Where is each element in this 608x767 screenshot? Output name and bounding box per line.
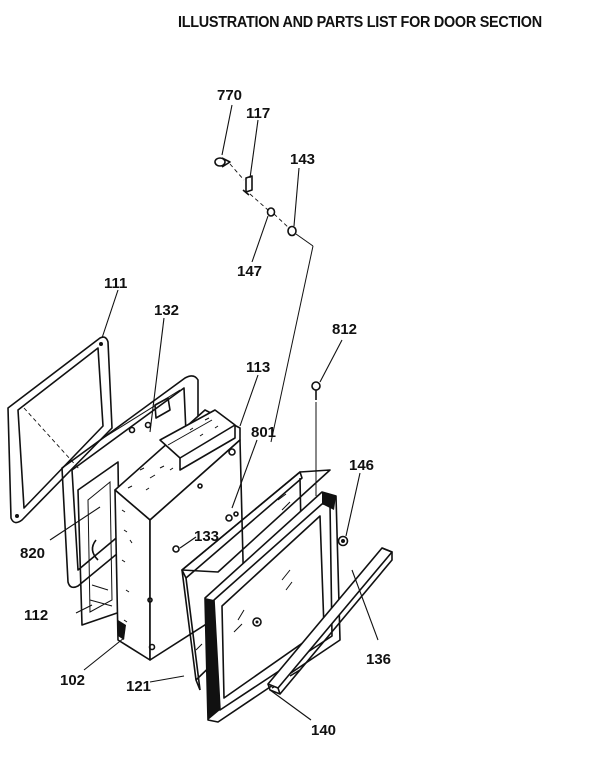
- label-770: 770: [217, 87, 242, 104]
- part-147-washer: [266, 207, 276, 217]
- label-812: 812: [332, 321, 357, 338]
- part-146-screw: [337, 535, 349, 547]
- label-132: 132: [154, 302, 179, 319]
- leader-lines: [49, 104, 379, 721]
- part-140-outer-frame: [204, 491, 341, 723]
- label-133: 133: [194, 528, 219, 545]
- label-102: 102: [60, 672, 85, 689]
- label-140: 140: [311, 722, 336, 739]
- part-136-handle: [267, 547, 393, 695]
- part-117-clip: [242, 175, 253, 196]
- label-121: 121: [126, 678, 151, 695]
- label-146: 146: [349, 457, 374, 474]
- hinge-hardware: [214, 157, 314, 443]
- label-112: 112: [24, 607, 48, 624]
- part-labels: 770 117 143 147 111 132 812 113 801 146 …: [20, 87, 391, 739]
- insulation-texture: [121, 417, 219, 623]
- part-812-screw: [311, 381, 321, 496]
- label-111: 111: [104, 275, 127, 292]
- label-143: 143: [290, 151, 315, 168]
- diagram-title: ILLUSTRATION AND PARTS LIST FOR DOOR SEC…: [178, 14, 542, 31]
- label-117: 117: [246, 105, 270, 122]
- label-136: 136: [366, 651, 391, 668]
- part-112-inner-panel: [77, 461, 121, 626]
- part-143-washer: [287, 225, 297, 237]
- label-113: 113: [246, 359, 270, 376]
- part-111-gasket-frame: [7, 336, 113, 524]
- label-820: 820: [20, 545, 45, 562]
- label-801: 801: [251, 424, 276, 441]
- label-147: 147: [237, 263, 262, 280]
- part-770-screw: [214, 157, 231, 168]
